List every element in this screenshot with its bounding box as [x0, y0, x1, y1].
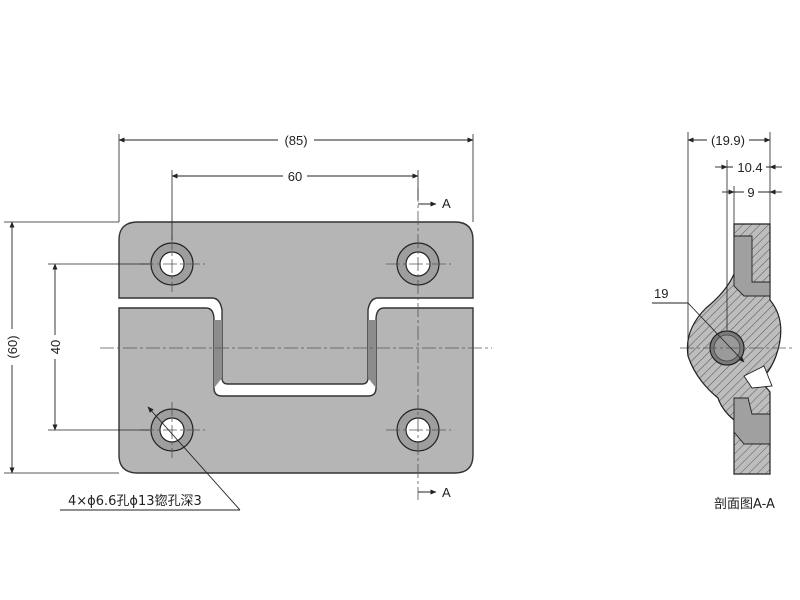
section-marker-bottom: A: [418, 485, 451, 500]
pin-diameter-callout: 19: [652, 286, 745, 363]
extension-lines: [4, 134, 474, 474]
section-marker-top-label: A: [442, 196, 451, 211]
section-marker-bottom-label: A: [442, 485, 451, 500]
upper-recess: [733, 235, 771, 297]
middle-notch: [743, 365, 773, 389]
dimension-total-depth: (19.9): [687, 131, 771, 148]
upper-leaf: [118, 221, 474, 385]
dimension-overall-width: (85): [118, 131, 474, 148]
hole-spacing-y-label: 40: [48, 340, 63, 354]
section-view: (19.9) 10.4 9 19 剖面图A-A: [652, 131, 795, 512]
dimension-depth-2: 10.4: [715, 159, 782, 175]
width-label: (85): [284, 133, 307, 148]
depth-2-label: 10.4: [737, 160, 762, 175]
depth-3-label: 9: [747, 185, 754, 200]
hole-callout-label: 4×ϕ6.6孔ϕ13锪孔深3: [68, 493, 202, 509]
total-depth-label: (19.9): [711, 133, 745, 148]
front-view: (85) 60 (60) 40 A A: [4, 131, 492, 511]
section-extension-lines: [687, 132, 771, 356]
center-lines: [100, 188, 492, 500]
pin-diameter-label: 19: [654, 286, 668, 301]
hole-callout: 4×ϕ6.6孔ϕ13锪孔深3: [60, 406, 241, 511]
dimension-hole-spacing-x: 60: [171, 167, 419, 184]
section-caption: 剖面图A-A: [714, 497, 775, 512]
lower-recess: [733, 397, 771, 445]
height-label: (60): [5, 335, 20, 358]
dimension-depth-3: 9: [722, 184, 782, 200]
dimension-overall-height: (60): [4, 221, 20, 474]
dimension-hole-spacing-y: 40: [47, 263, 63, 431]
section-marker-top: A: [418, 196, 451, 211]
hole-spacing-x-label: 60: [288, 169, 302, 184]
